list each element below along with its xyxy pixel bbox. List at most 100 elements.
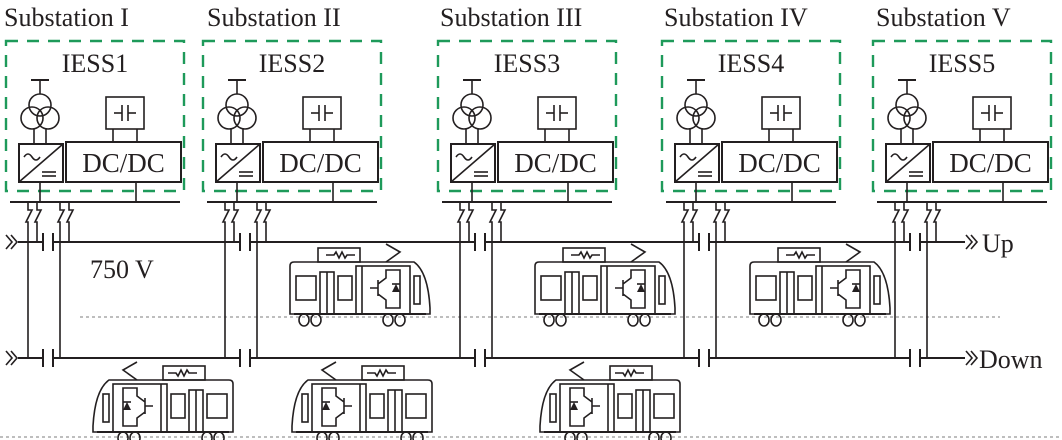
down-break-icon (965, 350, 979, 366)
disconnect-switch (712, 202, 722, 358)
iess-label: IESS1 (62, 49, 128, 78)
train-icon (289, 243, 431, 327)
down-line-label: Down (979, 345, 1043, 374)
disconnect-switch (900, 202, 910, 242)
disconnect-switch (488, 202, 498, 358)
wire (215, 143, 261, 183)
iess-label: IESS3 (494, 49, 560, 78)
iess-label: IESS2 (259, 49, 325, 78)
supercapacitor-icon (761, 96, 801, 142)
rectifier-icon (885, 143, 931, 202)
train-icon (749, 243, 891, 327)
converter-label: DC/DC (82, 148, 165, 178)
iess-label: IESS4 (718, 49, 784, 78)
disconnect-switch (465, 202, 475, 242)
down-section-insulator (698, 349, 710, 367)
train-icon (291, 361, 433, 440)
up-line-label: Up (982, 229, 1014, 258)
dc-dc-converter-icon: DC/DC (262, 141, 379, 202)
up-line-terminal: Up (965, 229, 1014, 258)
transformer-icon (887, 79, 927, 144)
iess-boundary (201, 39, 383, 193)
converter-label: DC/DC (738, 148, 821, 178)
disconnect-switch (56, 202, 66, 358)
up-section-insulator (909, 233, 921, 251)
dc-dc-converter-icon: DC/DC (932, 141, 1049, 202)
disconnect-switch (932, 202, 942, 242)
disconnect-switch (230, 202, 240, 242)
train-icon (534, 243, 676, 327)
down-section-insulator (239, 349, 251, 367)
disconnect-switch (680, 202, 690, 358)
supercapacitor-icon (537, 96, 577, 142)
down-section-insulator (909, 349, 921, 367)
down-section-insulator (42, 349, 54, 367)
transformer-icon (217, 79, 257, 144)
up-section-insulator (239, 233, 251, 251)
supercapacitor-icon (972, 96, 1012, 142)
wire (450, 143, 496, 183)
disconnect-switch (497, 202, 507, 242)
transformer-icon (20, 79, 60, 144)
disconnect-switch (253, 202, 263, 358)
substation-title: Substation IV (664, 3, 808, 32)
dc-dc-converter-icon: DC/DC (497, 141, 614, 202)
iess-boundary (660, 39, 842, 193)
converter-label: DC/DC (279, 148, 362, 178)
down-section-insulator (474, 349, 486, 367)
supercapacitor-icon (105, 96, 145, 142)
rectifier-icon (18, 143, 64, 202)
substation-title: Substation III (440, 3, 582, 32)
train-icon (539, 361, 681, 440)
down-right-break-icon (965, 350, 979, 366)
down-left-break-icon (5, 350, 19, 366)
transformer-icon (676, 79, 716, 144)
wire (18, 143, 64, 183)
converter-label: DC/DC (514, 148, 597, 178)
wire (674, 143, 720, 183)
disconnect-switch (221, 202, 231, 358)
rectifier-icon (450, 143, 496, 202)
disconnect-switch (33, 202, 43, 242)
substation-title: Substation V (876, 3, 1011, 32)
train-icon (92, 361, 234, 440)
up-section-insulator (698, 233, 710, 251)
disconnect-switch (65, 202, 75, 242)
rectifier-icon (215, 143, 261, 202)
iess-boundary (4, 39, 186, 193)
up-break-icon (965, 234, 979, 250)
up-right-break-icon (965, 234, 979, 250)
substation-title: Substation II (207, 3, 341, 32)
disconnect-switch (721, 202, 731, 242)
up-left-break-icon (5, 234, 19, 250)
up-section-insulator (474, 233, 486, 251)
supercapacitor-icon (302, 96, 342, 142)
disconnect-switch (262, 202, 272, 242)
disconnect-switch (456, 202, 466, 358)
iess-label: IESS5 (929, 49, 995, 78)
iess-boundary (436, 39, 618, 193)
trains (92, 243, 891, 440)
down-line-terminal: Down (965, 345, 1043, 374)
track-lines (0, 316, 1062, 438)
dc-dc-converter-icon: DC/DC (65, 141, 182, 202)
voltage-label: 750 V (90, 255, 154, 284)
disconnect-switch (689, 202, 699, 242)
transformer-icon (452, 79, 492, 144)
converter-label: DC/DC (949, 148, 1032, 178)
disconnect-switch (891, 202, 901, 358)
iess-boundary (871, 39, 1053, 193)
disconnect-switch (24, 202, 34, 358)
disconnect-switch (923, 202, 933, 358)
wire (885, 143, 931, 183)
substation-title: Substation I (4, 3, 129, 32)
dc-dc-converter-icon: DC/DC (721, 141, 838, 202)
rectifier-icon (674, 143, 720, 202)
